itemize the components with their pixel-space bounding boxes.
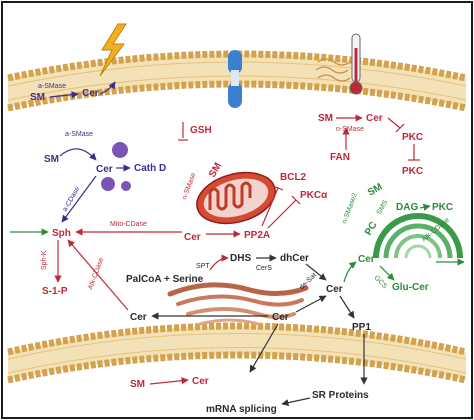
label-palcoa: PalCoA + Serine: [126, 274, 204, 285]
heat-waves-icon: [315, 58, 351, 82]
label-s1p: S-1-P: [42, 286, 68, 297]
label-lyso-sm: SM: [44, 154, 59, 165]
lightning-icon: [99, 23, 127, 77]
mitochondrion-icon: [196, 171, 276, 225]
label-pkc1: PKC: [402, 132, 423, 143]
label-dhs: DHS: [230, 253, 251, 264]
golgi-icon: [373, 213, 463, 259]
label-bottom-sm: SM: [130, 379, 145, 390]
label-mito-cdase: Mito-CDase: [110, 221, 147, 228]
label-golgi-cer: Cer: [358, 254, 375, 265]
label-tr-nsmase: n-SMase: [336, 126, 364, 133]
label-topleft-smase: a-SMase: [38, 83, 66, 90]
er-icon: [167, 282, 309, 326]
label-bottom-cer: Cer: [192, 376, 209, 387]
label-gsh: GSH: [190, 125, 212, 136]
label-cer-mid: Cer: [326, 284, 343, 295]
label-cath-d: Cath D: [134, 163, 166, 174]
label-cers: CerS: [256, 265, 272, 272]
label-pkca: PKCα: [300, 190, 328, 201]
label-spt: SPT: [196, 263, 210, 270]
vesicle-icon: [101, 142, 131, 191]
label-mito-cer: Cer: [184, 232, 201, 243]
thermometer-icon: [349, 33, 363, 95]
label-dhcer: dhCer: [280, 253, 309, 264]
label-pp1: PP1: [352, 322, 371, 333]
label-tr-cer: Cer: [366, 113, 383, 124]
plasma-membrane-bottom: [7, 322, 467, 384]
label-pkc-green: PKC: [432, 202, 453, 213]
label-bcl2: BCL2: [280, 172, 307, 183]
ion-channel-icon: [228, 50, 242, 108]
label-sph: Sph: [52, 228, 71, 239]
label-cer-left: Cer: [130, 312, 147, 323]
label-topleft-sm: SM: [30, 92, 45, 103]
label-pkc2: PKC: [402, 166, 423, 177]
label-dag: DAG: [396, 202, 418, 213]
label-lyso-smase: a-SMase: [65, 131, 93, 138]
label-fan: FAN: [330, 152, 350, 163]
label-sr-proteins: SR Proteins: [312, 390, 369, 401]
label-lyso-cer: Cer: [96, 164, 113, 175]
label-mrna-splicing: mRNA splicing: [206, 404, 277, 415]
label-pp2a: PP2A: [244, 230, 270, 241]
label-topleft-cer: Cer: [82, 88, 99, 99]
label-cer-center: Cer: [272, 312, 289, 323]
label-sph-k: Sph-K: [41, 250, 48, 270]
label-glu-cer: Glu-Cer: [392, 282, 429, 293]
label-tr-sm: SM: [318, 113, 333, 124]
